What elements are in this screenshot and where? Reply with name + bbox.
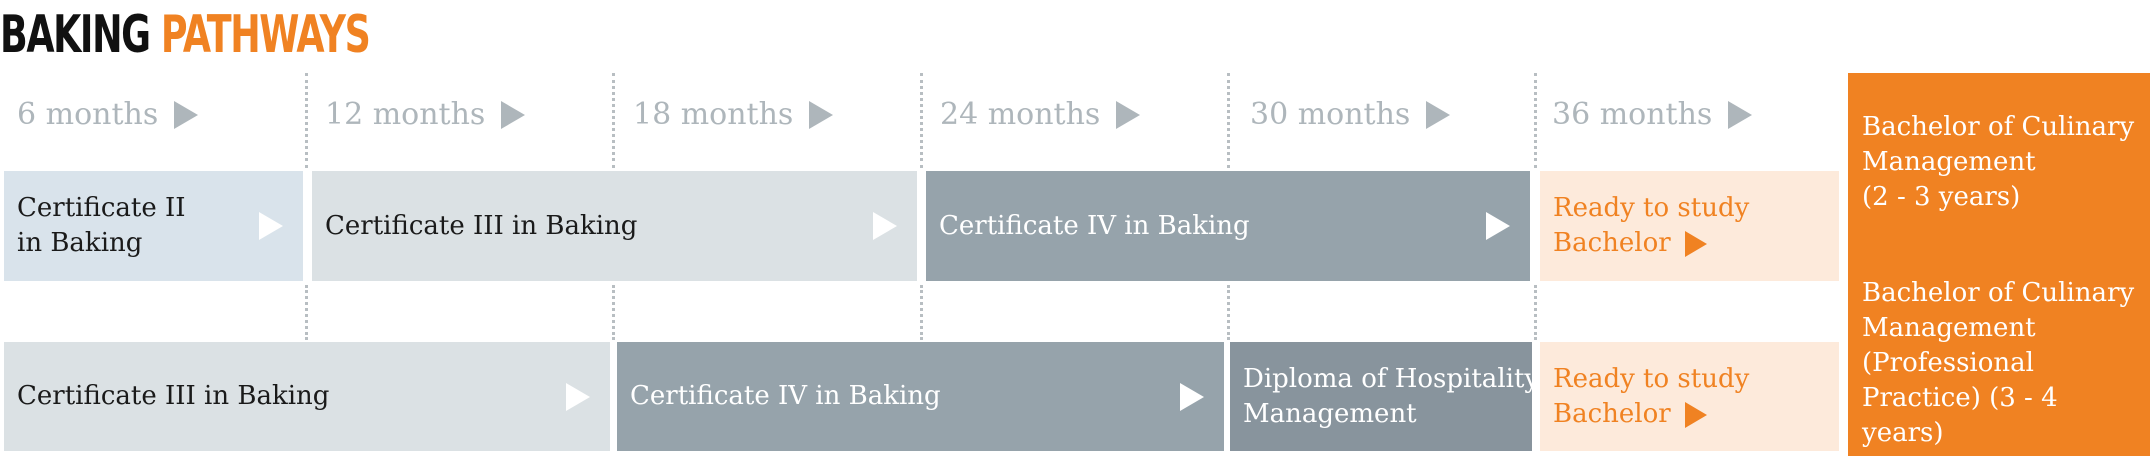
- timeline-divider: [1534, 73, 1537, 168]
- arrow-right-icon: [873, 212, 897, 240]
- arrow-right-icon: [174, 101, 199, 129]
- timeline-divider: [1227, 285, 1230, 340]
- arrow-right-icon: [1728, 101, 1753, 129]
- bachelor-column: Bachelor of Culinary Management (2 - 3 y…: [1848, 73, 2150, 456]
- pathway-box-cert3-row2: Certificate III in Baking: [4, 342, 610, 451]
- box-label: Certificate IV in Baking: [630, 381, 941, 411]
- timeline-divider: [1227, 73, 1230, 168]
- arrow-right-icon: [1486, 212, 1510, 240]
- month-label-6: 6 months: [17, 90, 199, 140]
- pathway-box-cert4: Certificate IV in Baking: [926, 171, 1530, 281]
- page-title: BAKING PATHWAYS: [0, 0, 371, 70]
- box-label: Certificate III in Baking: [325, 210, 638, 241]
- arrow-right-icon: [809, 101, 834, 129]
- arrow-right-icon: [1180, 382, 1204, 411]
- month-label-18: 18 months: [633, 90, 834, 140]
- timeline-divider: [305, 285, 308, 340]
- timeline-divider: [920, 285, 923, 340]
- box-label: Certificate IV in Baking: [939, 210, 1250, 241]
- bachelor-option-2: Bachelor of Culinary Management (Profess…: [1862, 278, 2135, 448]
- month-label-36: 36 months: [1552, 90, 1753, 140]
- title-pathways: PATHWAYS: [160, 5, 371, 65]
- bachelor-option-1: Bachelor of Culinary Management (2 - 3 y…: [1862, 112, 2135, 212]
- arrow-right-icon: [1684, 401, 1707, 428]
- pathway-box-ready-1: Ready to study Bachelor: [1540, 171, 1839, 281]
- month-label-24: 24 months: [940, 90, 1141, 140]
- pathway-box-ready-2: Ready to study Bachelor: [1540, 342, 1839, 451]
- box-label: Ready to study Bachelor: [1553, 363, 1750, 429]
- box-label: Ready to study Bachelor: [1553, 193, 1750, 258]
- pathway-box-cert4-row2: Certificate IV in Baking: [617, 342, 1224, 451]
- timeline-divider: [612, 285, 615, 340]
- box-label: Certificate III in Baking: [17, 381, 330, 411]
- box-label: Certificate II in Baking: [17, 193, 186, 258]
- box-label: Diploma of Hospitality Management: [1243, 363, 1540, 429]
- arrow-right-icon: [1116, 101, 1141, 129]
- pathway-box-diploma: Diploma of Hospitality Management: [1230, 342, 1539, 451]
- month-label-12: 12 months: [325, 90, 526, 140]
- arrow-right-icon: [259, 212, 283, 240]
- arrow-right-icon: [501, 101, 526, 129]
- month-label-30: 30 months: [1250, 90, 1451, 140]
- timeline-divider: [920, 73, 923, 168]
- title-baking: BAKING: [0, 5, 151, 65]
- timeline-divider: [305, 73, 308, 168]
- timeline-divider: [1534, 285, 1537, 340]
- arrow-right-icon: [1684, 231, 1707, 257]
- arrow-right-icon: [1426, 101, 1451, 129]
- arrow-right-icon: [566, 382, 590, 411]
- pathway-box-cert2: Certificate II in Baking: [4, 171, 303, 281]
- timeline-divider: [612, 73, 615, 168]
- pathway-box-cert3: Certificate III in Baking: [312, 171, 917, 281]
